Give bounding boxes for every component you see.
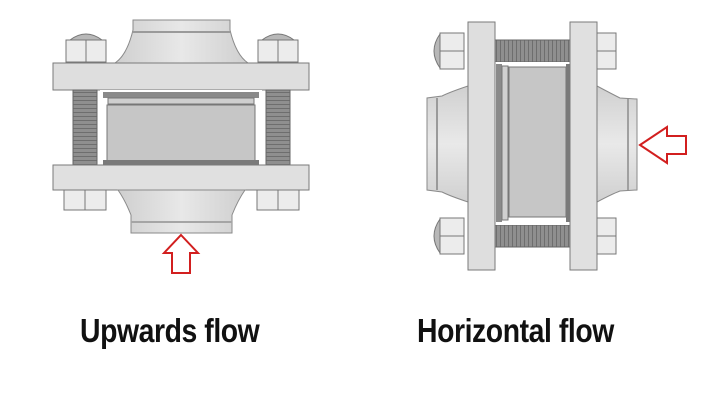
bottom-hub [117, 189, 246, 234]
bottom-right-nut [596, 217, 617, 255]
right-flange [569, 21, 598, 271]
left-bolt [72, 89, 98, 166]
horizontal-flow-caption: Horizontal flow [417, 312, 614, 349]
sight-glass [495, 62, 570, 225]
top-flange [52, 62, 310, 91]
top-right-nut [257, 33, 299, 63]
top-right-nut [596, 32, 617, 70]
left-hub [426, 85, 469, 203]
upwards-flow-sight-glass-drawing [52, 19, 310, 274]
top-left-nut [65, 33, 107, 63]
leftward-flow-arrow-icon [638, 125, 687, 165]
horizontal-flow-sight-glass-drawing [426, 21, 687, 271]
upward-flow-arrow-icon [161, 233, 201, 274]
top-left-nut [433, 32, 465, 70]
top-bolt [494, 39, 571, 63]
sight-glass [100, 90, 262, 165]
horizontal-flow-figure: Horizontal flow [364, 0, 728, 409]
bottom-right-nut [256, 189, 300, 211]
upwards-flow-caption: Upwards flow [80, 312, 260, 349]
left-flange [467, 21, 496, 271]
bottom-bolt [494, 224, 571, 248]
upwards-flow-figure: Upwards flow [52, 19, 310, 349]
bottom-left-nut [433, 217, 465, 255]
bottom-flange [52, 164, 310, 191]
top-hub [113, 19, 250, 64]
right-bolt [265, 89, 291, 166]
right-hub [596, 85, 638, 203]
bottom-left-nut [63, 189, 107, 211]
